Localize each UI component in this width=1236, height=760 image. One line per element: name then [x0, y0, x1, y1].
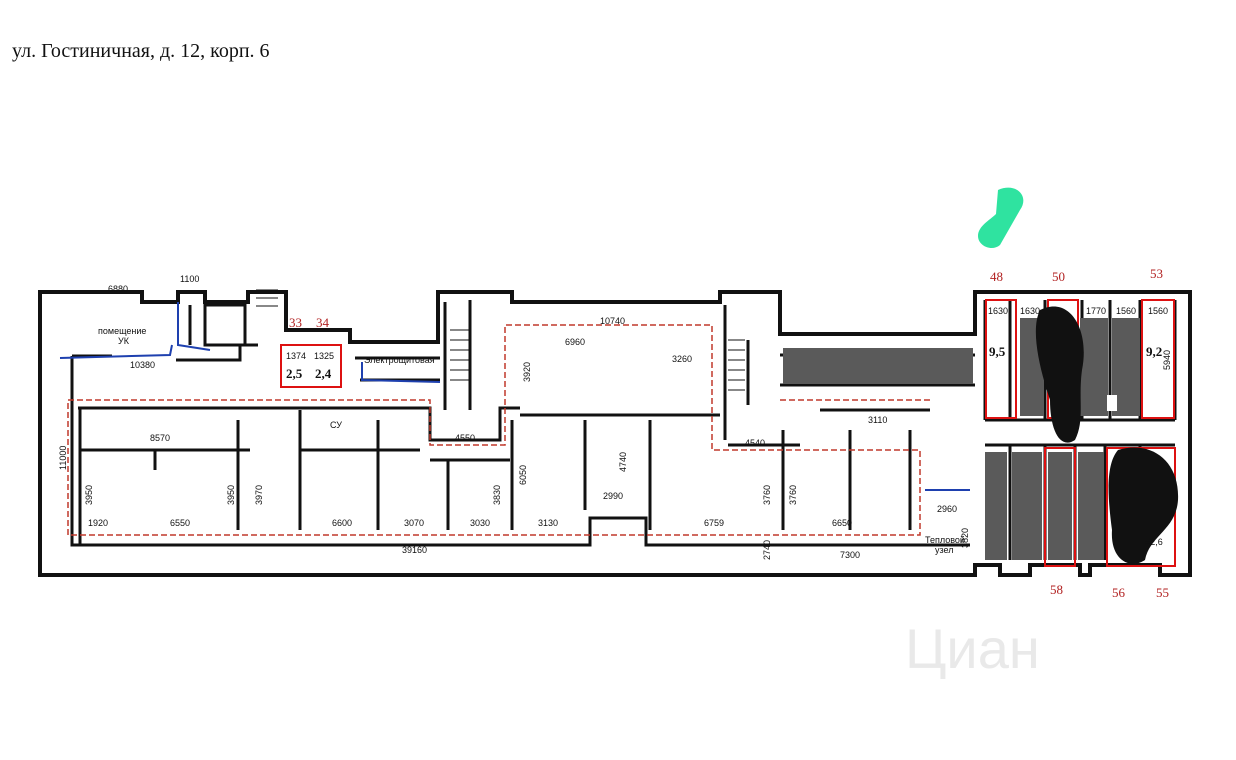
- area-value: 9,5: [989, 344, 1006, 359]
- dimension: 10740: [600, 316, 625, 326]
- staircase: [256, 289, 745, 391]
- cu-label: СУ: [330, 420, 342, 430]
- uk-room-label: помещение: [98, 326, 146, 336]
- electrical-panel-label: Электрощитовая: [364, 355, 435, 365]
- dimension: 1100: [180, 274, 199, 284]
- area-value: 9,2: [1146, 344, 1162, 359]
- dimension: 2740: [762, 540, 772, 560]
- dimension: 39160: [402, 545, 427, 555]
- dimension: 10380: [130, 360, 155, 370]
- heat-node-label: Тепловой: [925, 535, 965, 545]
- room-number: 50: [1052, 269, 1065, 284]
- dimension: 2990: [603, 491, 623, 501]
- room-number: 53: [1150, 266, 1163, 281]
- dimension: 3070: [404, 518, 424, 528]
- address-title: ул. Гостиничная, д. 12, корп. 6: [12, 40, 270, 62]
- dimension: 6050: [518, 465, 528, 485]
- dimension: 6600: [332, 518, 352, 528]
- room-number: 58: [1050, 582, 1063, 597]
- dimension: 1920: [88, 518, 108, 528]
- storage-blocks: [783, 318, 1140, 560]
- dimension: 1374: [286, 351, 306, 361]
- map-pin-icon: [978, 187, 1024, 249]
- storage-doors: [1107, 395, 1117, 411]
- blue-markings: [59, 302, 970, 491]
- area-value: 2,5: [286, 366, 303, 381]
- dimension: 3030: [470, 518, 490, 528]
- area-outlines: [67, 324, 930, 536]
- dimension: 4550: [455, 433, 475, 443]
- dimension: 6880: [108, 284, 128, 294]
- room-number: 55: [1156, 585, 1169, 600]
- dimension: 3950: [226, 485, 236, 505]
- dimension: 1630: [1020, 306, 1040, 316]
- dimension: 3950: [84, 485, 94, 505]
- dimension: 6650: [832, 518, 852, 528]
- dimension: 2960: [937, 504, 957, 514]
- dimension: 7300: [840, 550, 860, 560]
- dimension: 6960: [565, 337, 585, 347]
- dimension: 1770: [1086, 306, 1106, 316]
- dimension: 3110: [868, 415, 887, 425]
- dimension: 3760: [788, 485, 798, 505]
- dimension: 8570: [150, 433, 170, 443]
- area-value: =2,6: [1145, 537, 1163, 547]
- redaction-marks: [1035, 306, 1179, 564]
- outer-walls: [38, 290, 1192, 577]
- area-value: 2,4: [315, 366, 332, 381]
- heat-node-label: узел: [935, 545, 953, 555]
- room-number: 48: [990, 269, 1003, 284]
- dimension: 1560: [1148, 306, 1168, 316]
- dimension: 3130: [538, 518, 558, 528]
- dimension: 1325: [314, 351, 334, 361]
- room-number: 56: [1112, 585, 1126, 600]
- dimension: 4540: [745, 438, 765, 448]
- room-number: 34: [316, 315, 330, 330]
- dimension: 3760: [762, 485, 772, 505]
- dimension: 6550: [170, 518, 190, 528]
- dimension: 3260: [672, 354, 692, 364]
- room-number: 33: [289, 315, 302, 330]
- dimension: 11000: [58, 446, 68, 470]
- dimension: 3920: [522, 362, 532, 382]
- dimension: 4740: [618, 452, 628, 472]
- dimension: 3830: [492, 485, 502, 505]
- dimension: 3970: [254, 485, 264, 505]
- vertical-dimensions: 11000 3950 3950 3970 3830 6050 4740 3760…: [58, 350, 1172, 560]
- dimension: 5940: [1162, 350, 1172, 370]
- dimension: 1630: [988, 306, 1008, 316]
- watermark: Циан: [905, 617, 1040, 680]
- dimension: 1560: [1116, 306, 1136, 316]
- inner-walls: [70, 300, 1177, 560]
- dimension: 6759: [704, 518, 724, 528]
- dimension: 3820: [960, 528, 970, 548]
- uk-room-label: УК: [118, 336, 130, 346]
